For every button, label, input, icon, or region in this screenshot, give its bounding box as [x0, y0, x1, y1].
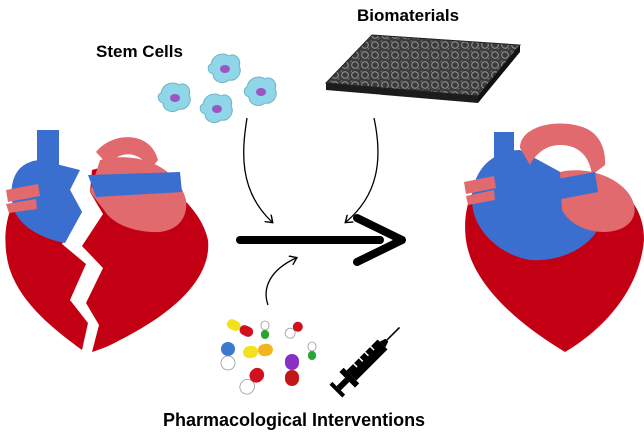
main-arrow: [236, 214, 406, 266]
stem-cells-label: Stem Cells: [96, 42, 183, 61]
capsule-icon: [226, 319, 254, 337]
capsule-icon: [285, 354, 299, 386]
capsule-icon: [239, 367, 265, 395]
capsule-icon: [284, 321, 303, 339]
biomaterials-arrow: [346, 117, 379, 222]
stem-cell-icon: [207, 53, 241, 83]
capsule-icon: [243, 343, 273, 359]
syringe-icon: [329, 326, 401, 398]
stem-cell-icon: [199, 93, 233, 123]
pharmacological-arrow: [265, 258, 296, 306]
scaffold-icon: [324, 34, 522, 103]
capsule-icon: [307, 341, 317, 360]
stem-cells-arrow: [243, 117, 272, 222]
stem-cells-cluster: [157, 53, 277, 123]
stem-cell-icon: [157, 82, 191, 112]
capsule-icon: [260, 320, 270, 339]
capsule-icon: [220, 342, 236, 371]
pills-cluster: [220, 319, 317, 395]
heart-icon: [464, 123, 644, 352]
pharmacological-interventions-label: Pharmacological Interventions: [163, 410, 426, 430]
biomaterials-label: Biomaterials: [357, 6, 460, 25]
stem-cell-icon: [243, 76, 277, 106]
damaged-heart-icon: [5, 130, 209, 352]
